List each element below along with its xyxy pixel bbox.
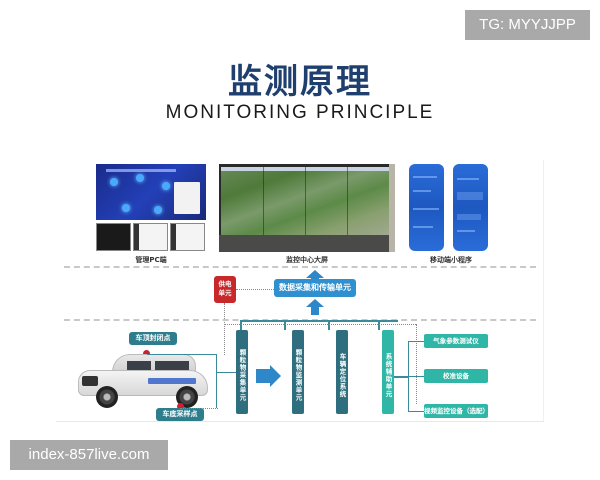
- mobile-caption: 移动端小程序: [430, 256, 472, 264]
- data-acquisition-unit: 数据采集和传输单元: [274, 279, 356, 297]
- car-roof-point-label: 车顶封闭点: [129, 332, 177, 345]
- video-monitoring-device: 视频监控设备（选配）: [424, 404, 489, 418]
- pc-dashboard-screenshot: [96, 164, 206, 220]
- weather-parameter-tester: 气象参数测试仪: [424, 334, 488, 348]
- pc-thumb-table: [170, 223, 205, 251]
- calibration-device: 校准设备: [424, 369, 488, 383]
- pc-thumb-dark: [96, 223, 131, 251]
- page-title: 监测原理: [228, 62, 372, 102]
- underbody-point-marker: [177, 403, 184, 410]
- arrow-up-icon: [306, 299, 324, 307]
- watermark-bottom-left: index-857live.com: [10, 440, 168, 470]
- power-supply-unit: 供电 单元: [214, 276, 236, 303]
- particulate-monitoring-unit: 颗粒物监测单元: [292, 330, 304, 414]
- arrow-right-icon: [270, 365, 281, 387]
- monitoring-diagram: 管理PC端 监控中心大屏 移动端小程序 数据采集和传输单元 供电 单元: [56, 160, 544, 422]
- roof-point-marker: [143, 350, 150, 357]
- login-panel-icon: [174, 182, 200, 214]
- pc-caption: 管理PC端: [135, 256, 167, 264]
- page-subtitle: MONITORING PRINCIPLE: [165, 102, 435, 123]
- pc-thumb-light: [133, 223, 168, 251]
- watermark-top-right: TG: MYYJJPP: [465, 10, 590, 40]
- wall-caption: 监控中心大屏: [286, 256, 328, 264]
- divider-top: [64, 266, 536, 268]
- mobile-app-screen-2: [453, 164, 488, 251]
- mobile-app-screen-1: [409, 164, 444, 251]
- arrow-up-icon: [306, 270, 324, 278]
- vehicle-positioning-system: 车辆定位系统: [336, 330, 348, 414]
- system-auxiliary-unit: 系统辅助单元: [382, 330, 394, 414]
- particulate-collection-unit: 颗粒物采集单元: [236, 330, 248, 414]
- car-underbody-point-label: 车底采样点: [156, 408, 204, 421]
- monitoring-video-wall: [219, 164, 395, 252]
- monitoring-vehicle: [78, 352, 210, 408]
